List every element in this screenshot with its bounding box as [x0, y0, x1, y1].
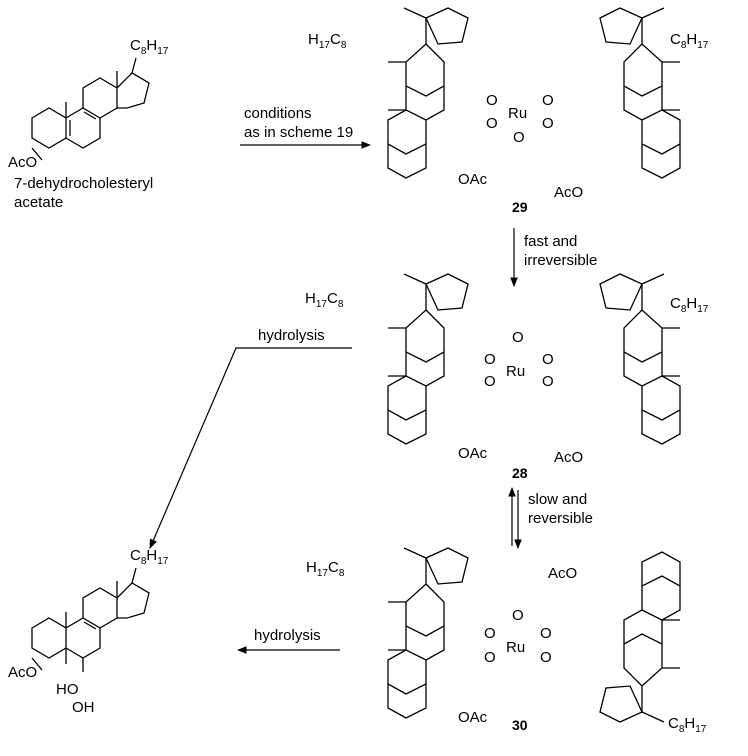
step1-line1: conditions	[244, 105, 312, 122]
product-aco-bond	[31, 657, 43, 671]
c28-right-c8h17: C8H17	[670, 295, 709, 315]
label-30: 30	[512, 717, 528, 733]
c29-o3: O	[542, 92, 554, 109]
label-29: 29	[512, 199, 528, 215]
arrow-hydrolysis-diag	[149, 347, 352, 549]
label-28: 28	[512, 465, 528, 481]
start-c8h17-label: C8H17	[130, 37, 169, 57]
c28-oac: OAc	[458, 445, 488, 462]
c28-o2: O	[484, 373, 496, 390]
c28-o4: O	[542, 373, 554, 390]
complex-30-left	[387, 547, 469, 719]
svg-text:C8H17: C8H17	[130, 37, 169, 57]
product-oh: OH	[72, 699, 95, 716]
product-c8h17: C8H17	[130, 547, 169, 567]
c28-left-c8h17: H17C8	[305, 290, 344, 310]
step3-line2: reversible	[528, 510, 593, 527]
step3-line1: slow and	[528, 491, 587, 508]
c30-o1: O	[484, 625, 496, 642]
c30-o-oxo: O	[512, 607, 524, 624]
step1-line2: as in scheme 19	[244, 124, 353, 141]
c29-o2: O	[486, 115, 498, 132]
c29-right-c8h17: C8H17	[670, 31, 709, 51]
c28-aco: AcO	[554, 449, 583, 466]
complex-29-right	[599, 7, 681, 179]
complex-28-left	[387, 273, 469, 445]
step2-line1: fast and	[524, 233, 577, 250]
step2-line2: irreversible	[524, 252, 597, 269]
c30-o2: O	[484, 649, 496, 666]
c28-o1: O	[484, 351, 496, 368]
c28-o-oxo: O	[512, 329, 524, 346]
c30-o4: O	[540, 649, 552, 666]
complex-30-right	[599, 551, 681, 723]
hydrolysis-diag-label: hydrolysis	[258, 327, 325, 344]
c30-aco: AcO	[548, 565, 577, 582]
product-ho: HO	[56, 681, 79, 698]
c29-aco: AcO	[554, 184, 583, 201]
c30-right-c8h17: C8H17	[668, 715, 707, 735]
start-aco-label: AcO	[8, 154, 37, 171]
start-name-line2: acetate	[14, 194, 63, 211]
c30-o3: O	[540, 625, 552, 642]
c30-left-c8h17: H17C8	[306, 559, 345, 579]
c30-ru: Ru	[506, 639, 525, 656]
start-structure	[31, 57, 150, 149]
c29-o1: O	[486, 92, 498, 109]
complex-28-right	[599, 273, 681, 445]
product-structure	[31, 567, 150, 672]
c29-left-c8h17: H17C8	[308, 31, 347, 51]
start-aco-bond	[31, 147, 43, 161]
c28-o3: O	[542, 351, 554, 368]
hydrolysis-horiz-label: hydrolysis	[254, 627, 321, 644]
c29-oac: OAc	[458, 171, 488, 188]
c30-oac: OAc	[458, 709, 488, 726]
c28-ru: Ru	[506, 363, 525, 380]
c29-o4: O	[542, 115, 554, 132]
c29-o-oxo: O	[513, 129, 525, 146]
complex-29-left	[387, 7, 469, 179]
c29-ru: Ru	[508, 105, 527, 122]
start-name-line1: 7-dehydrocholesteryl	[14, 175, 153, 192]
product-aco: AcO	[8, 664, 37, 681]
